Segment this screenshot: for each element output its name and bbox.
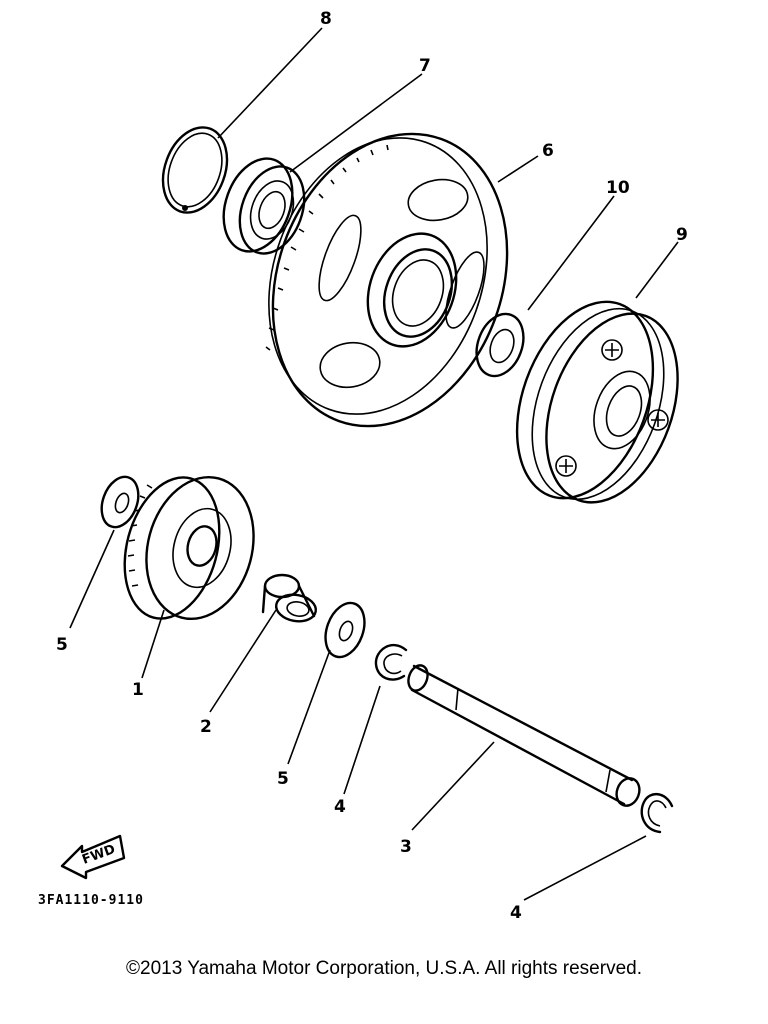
callout-9: 9 [676, 225, 688, 245]
part-3-shaft [407, 664, 641, 807]
part-8-circlip [161, 126, 229, 214]
part-1-idler-gear [123, 475, 255, 621]
callout-4-lower: 4 [510, 903, 522, 923]
callout-3: 3 [400, 837, 412, 857]
callout-8: 8 [320, 9, 332, 29]
diagram-code: 3FA1110-9110 [38, 893, 144, 908]
part-9-clutch-housing [515, 300, 679, 504]
part-5-washer-middle [324, 601, 366, 659]
leader-lines [69, 27, 679, 901]
copyright-notice: ©2013 Yamaha Motor Corporation, U.S.A. A… [126, 958, 642, 979]
callout-1: 1 [132, 680, 144, 700]
callout-6: 6 [542, 141, 554, 161]
callout-numbers: 8 7 6 10 9 5 1 2 5 4 3 4 [56, 9, 688, 923]
part-2-needle-bearing [261, 573, 318, 623]
callout-5-left: 5 [56, 635, 68, 655]
part-7-bearing [222, 157, 306, 255]
callout-2: 2 [200, 717, 212, 737]
callout-4-upper: 4 [334, 797, 346, 817]
callout-7: 7 [419, 56, 431, 76]
part-4-eclip-upper [374, 643, 408, 681]
part-5-washer-left [100, 475, 140, 529]
callout-5-middle: 5 [277, 769, 289, 789]
part-10-washer [475, 312, 525, 378]
callout-10: 10 [606, 178, 630, 198]
part-6-starter-gear [265, 132, 509, 428]
part-4-eclip-lower [640, 793, 674, 834]
fwd-arrow-icon: FWD [60, 834, 126, 880]
